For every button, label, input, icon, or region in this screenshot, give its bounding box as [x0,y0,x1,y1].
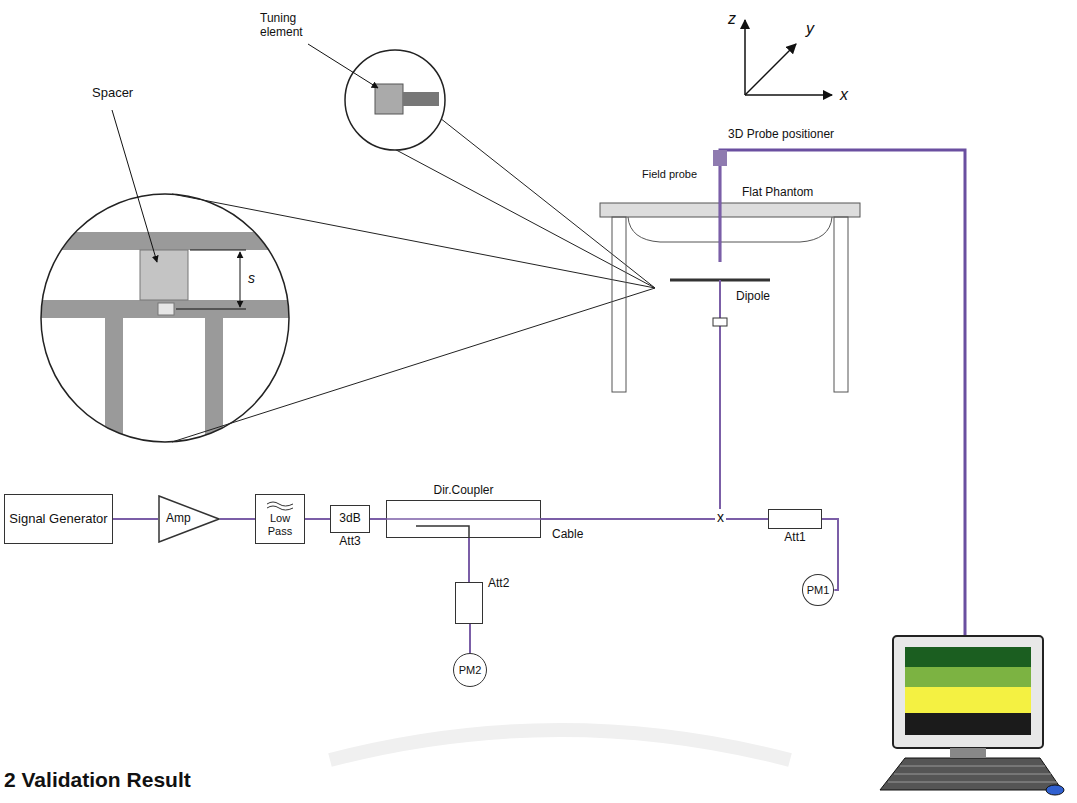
dipole-balun [713,318,727,326]
field-probe [719,166,721,262]
dipole-arm [403,92,439,106]
node-heading: Att1 [784,531,805,545]
filter-symbol [267,502,293,510]
keyboard-keys [888,766,1057,782]
table-leg [612,217,626,392]
part-label: Flat Phantom [742,186,813,200]
dipole-arm [158,303,174,315]
low-pass-filter-box: Low Pass [255,494,305,544]
section-heading: 2 Validation Result [4,768,191,792]
screen-band [905,713,1031,735]
key-row [900,766,1045,767]
attenuator-box: Att2 [455,582,483,624]
power-meter-circle: PM2 [453,653,487,687]
screen-band [905,667,1031,687]
power-meter-circle: PM1 [802,574,835,606]
lower-bar [40,300,300,318]
screen-band [905,647,1031,667]
axis-label: y [806,20,814,38]
cable-connector [468,538,470,582]
node-heading: Att2 [488,577,509,591]
node-text: 3dB [339,512,360,526]
cable-connector [370,518,386,520]
phantom-shell [628,217,832,242]
dimension-label: s [248,270,255,286]
filter-symbol [265,500,295,512]
zoom-circle [345,50,445,150]
zoom-leader [172,288,655,442]
axis-label: x [840,86,848,104]
axis-arrow [745,94,832,96]
part-label: Spacer [92,86,133,101]
upper-bar [40,232,300,250]
key-row [894,774,1051,775]
dimension-arrow [240,252,241,307]
part-label: Tuning element [260,12,308,40]
cable-connector [469,624,471,653]
positioner-arm [720,150,965,636]
table-leg [834,217,848,392]
junction-mark: x [715,509,726,525]
coupler-branch-line [416,526,469,538]
keyboard [880,758,1062,790]
screen-band [905,687,1031,713]
watermark-arc [330,730,790,760]
cable-connector [113,518,158,520]
part-label: Dipole [736,290,770,304]
dimension-tick [190,250,246,251]
part-label: 3D Probe positioner [728,128,834,142]
cable-connector [220,518,255,520]
attenuator-box: Att1 [768,509,822,529]
dipole-feed [719,280,721,510]
spacer-zoom [40,194,300,448]
node-heading: Att3 [339,535,360,549]
amplifier-triangle: Amp [158,495,220,543]
computer-monitor [893,636,1043,748]
zoom-ground [40,194,300,444]
coupler-main-line [386,518,541,520]
node-text: PM1 [807,584,830,597]
axis-arrow [745,44,796,95]
amplifier-outline [159,496,219,542]
node-text: Low Pass [258,512,302,537]
part-label: Field probe [642,168,697,181]
phantom-plate [600,203,860,217]
coupler-symbol [386,500,541,538]
key-row [888,782,1057,783]
zoom-circle [41,194,289,442]
dimension-tick [176,309,246,310]
signal-generator-box: Signal Generator [4,494,112,544]
axis-arrow [744,20,746,95]
directional-coupler-box: Dir.Coupler [386,500,541,538]
node-text: PM2 [459,664,482,677]
axis-label: z [728,10,736,28]
attenuator-box: 3dBAtt3 [330,505,370,533]
leader-line [308,44,378,88]
tuning-element [375,84,403,114]
cable-connector [541,518,768,520]
spacer-block [140,250,188,300]
node-heading: Dir.Coupler [433,484,493,498]
cable-connector [305,518,330,520]
computer-mouse [1046,785,1064,795]
leader-line [112,110,157,262]
probe-holder [713,150,727,166]
node-text: Amp [166,512,191,526]
connector-label: Cable [552,528,583,542]
zoom-leader [172,194,655,288]
node-text: Signal Generator [9,512,107,527]
monitor-stand [950,748,986,757]
